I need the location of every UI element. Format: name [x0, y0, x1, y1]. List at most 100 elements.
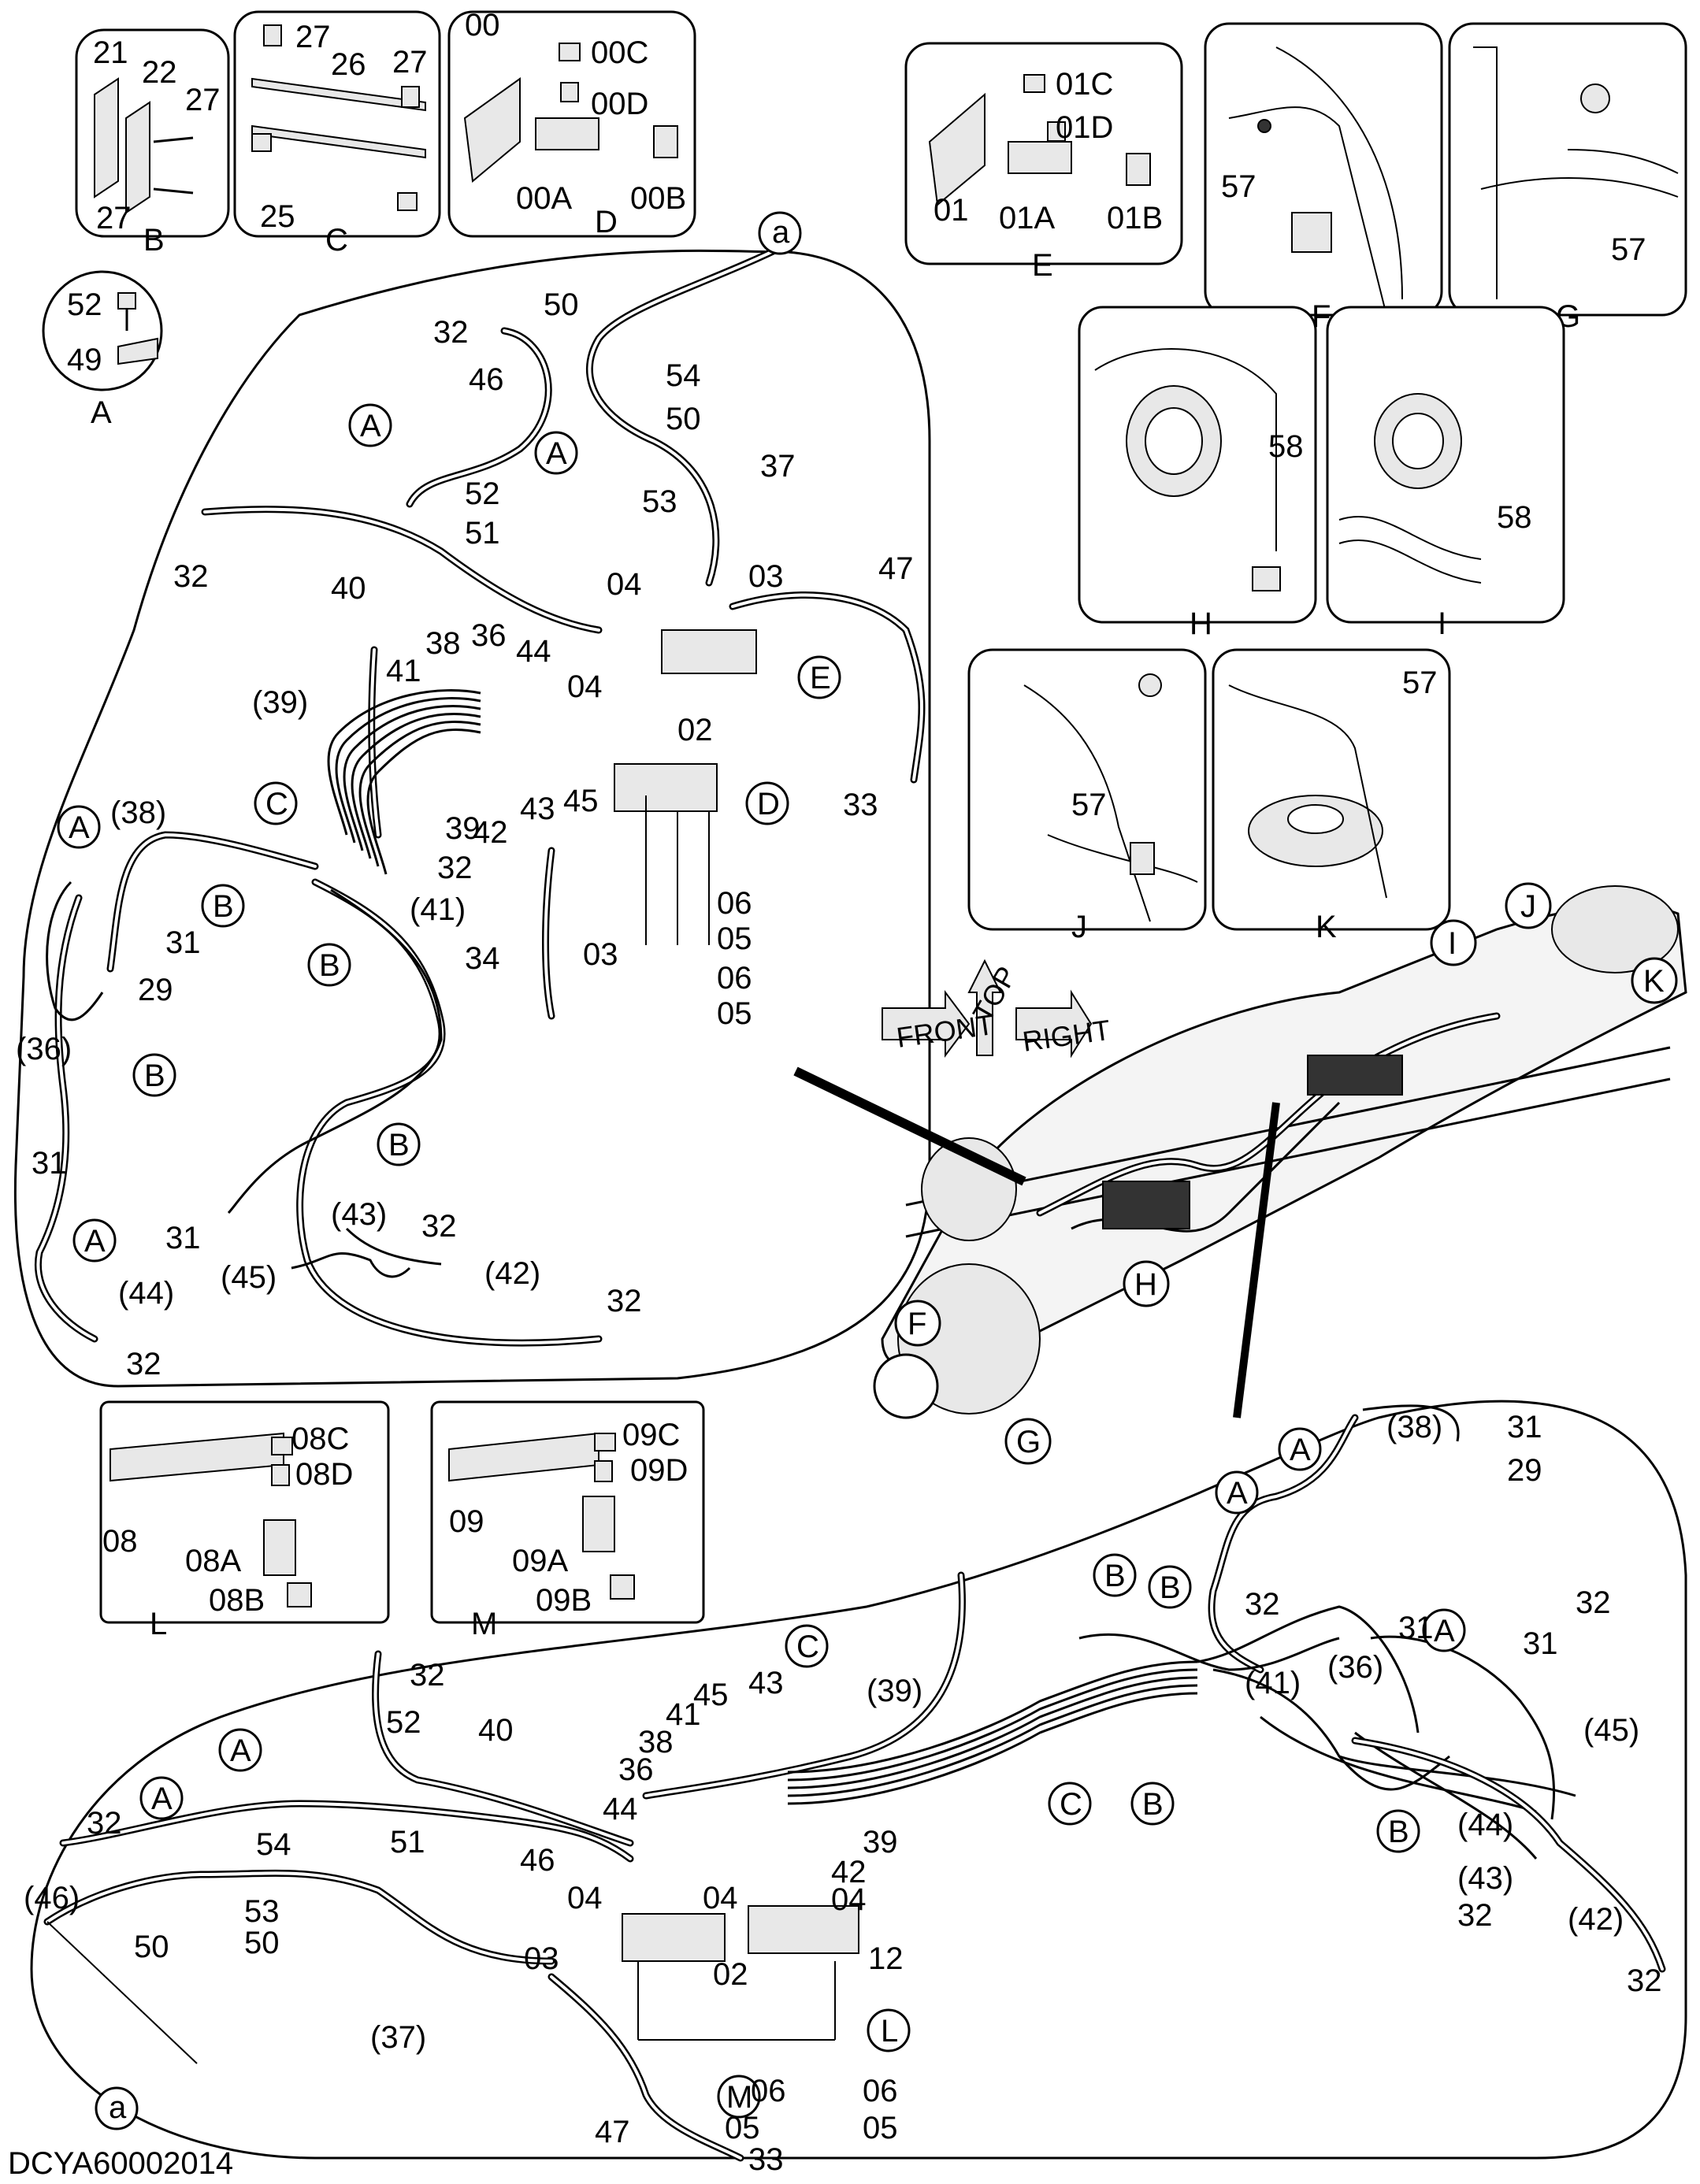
chassis-callouts: F G H I J K	[894, 882, 1678, 1465]
part-number: 51	[390, 1825, 425, 1860]
part-number: 00C	[591, 35, 648, 70]
part-number: 02	[677, 713, 713, 747]
part-number: 21	[93, 35, 128, 70]
part-number: 44	[603, 1792, 638, 1826]
part-number: 31	[1507, 1410, 1542, 1444]
part-number: 01C	[1056, 67, 1113, 102]
part-number: 32	[173, 559, 209, 594]
inset-F: 57 F	[1204, 22, 1443, 334]
part-number: 06	[717, 961, 752, 996]
inset-H: 58 H	[1078, 306, 1317, 641]
callout-M: M	[726, 2080, 752, 2115]
part-number: (39)	[252, 685, 308, 720]
part-number: 00D	[591, 87, 648, 121]
callout-A: A	[1227, 1476, 1248, 1511]
inset-J: 57 J	[967, 648, 1207, 944]
part-number: 47	[878, 551, 914, 586]
part-number: 32	[87, 1806, 122, 1841]
inset-A: 52 49 A	[42, 270, 163, 430]
part-number: 34	[465, 941, 500, 976]
part-number: (36)	[1327, 1650, 1383, 1685]
part-number: 52	[67, 287, 102, 322]
part-number: 57	[1221, 169, 1256, 204]
callout-C: C	[265, 787, 288, 821]
part-number: 04	[567, 669, 603, 704]
inset-label: K	[1316, 910, 1337, 944]
inset-K: 57 K	[1212, 648, 1451, 944]
part-number: 05	[717, 996, 752, 1031]
part-number: 04	[831, 1882, 867, 1917]
part-number: 29	[1507, 1453, 1542, 1488]
part-number: 33	[748, 2142, 784, 2177]
callout-G: G	[1016, 1425, 1041, 1459]
part-number: 40	[331, 571, 366, 606]
part-number: 08C	[291, 1422, 349, 1456]
part-number: 06	[863, 2074, 898, 2108]
part-number: 37	[760, 449, 796, 484]
inset-M: 09C 09D 09 09A 09B M	[430, 1400, 705, 1641]
part-number: 12	[868, 1941, 904, 1976]
direction-indicator: FRONT TOP RIGHT	[882, 959, 1112, 1059]
part-number: 27	[185, 83, 221, 117]
part-number: 01	[934, 193, 969, 228]
part-number: (44)	[118, 1276, 174, 1311]
part-number: (46)	[24, 1881, 80, 1915]
part-number: 08D	[295, 1457, 353, 1492]
part-number: (42)	[484, 1256, 540, 1291]
part-number: 05	[717, 921, 752, 956]
inset-label: B	[143, 223, 165, 258]
part-number: 32	[1627, 1963, 1662, 1998]
callout-D: D	[757, 787, 780, 821]
part-number: 08	[102, 1524, 138, 1559]
part-number: 41	[386, 654, 421, 688]
callout-A: A	[546, 436, 567, 471]
part-number: 39	[863, 1825, 898, 1860]
part-number: 04	[607, 567, 642, 602]
part-number: 09B	[536, 1583, 592, 1618]
part-number: 27	[96, 201, 132, 235]
part-number: (37)	[370, 2020, 426, 2055]
reference-letter: a	[772, 215, 790, 250]
part-number: 32	[1245, 1587, 1280, 1622]
part-number: 57	[1611, 232, 1646, 267]
part-number: 58	[1268, 429, 1304, 464]
part-number: 43	[520, 792, 555, 826]
lower-hose-routing	[43, 1404, 1666, 2162]
part-number: 06	[717, 886, 752, 921]
part-number: (45)	[1583, 1713, 1639, 1748]
inset-label: L	[150, 1607, 167, 1641]
part-number: 31	[1398, 1611, 1434, 1645]
part-number: 31	[32, 1146, 67, 1181]
callout-A: A	[230, 1733, 251, 1768]
part-number: 32	[433, 315, 469, 350]
inset-B: 21 22 27 27 B	[75, 28, 230, 258]
part-number: (38)	[110, 795, 166, 830]
part-number: 04	[567, 1881, 603, 1915]
lower-part-labels: (38) 31 29 32 31 (36) (41) 31 (45) (39) …	[24, 1410, 1662, 2177]
part-number: 00B	[630, 181, 686, 216]
part-number: 01A	[999, 201, 1055, 235]
upper-part-labels: 32 46 50 54 50 53 37 52 51 32 40 04 03 4…	[16, 287, 914, 1381]
part-number: 51	[465, 516, 500, 551]
callout-A: A	[1434, 1614, 1455, 1648]
part-number: 09	[449, 1504, 484, 1539]
inset-label: H	[1190, 606, 1212, 641]
callout-C: C	[1060, 1787, 1082, 1822]
inset-label: C	[325, 223, 348, 258]
inset-D: 00 00C 00D 00A 00B D	[447, 8, 696, 239]
part-number: (41)	[410, 892, 466, 927]
part-number: 33	[843, 788, 878, 822]
part-number: 52	[465, 476, 500, 511]
callout-B: B	[319, 948, 340, 983]
part-number: 32	[437, 851, 473, 885]
part-number: 06	[751, 2074, 786, 2108]
part-number: 00A	[516, 181, 572, 216]
part-number: 50	[544, 287, 579, 322]
part-number: (43)	[1457, 1861, 1513, 1896]
part-number: 27	[295, 20, 331, 54]
part-number: (39)	[867, 1674, 922, 1708]
callout-A: A	[360, 409, 381, 443]
inset-C: 27 26 27 25 C	[233, 10, 441, 258]
part-number: (44)	[1457, 1808, 1513, 1842]
